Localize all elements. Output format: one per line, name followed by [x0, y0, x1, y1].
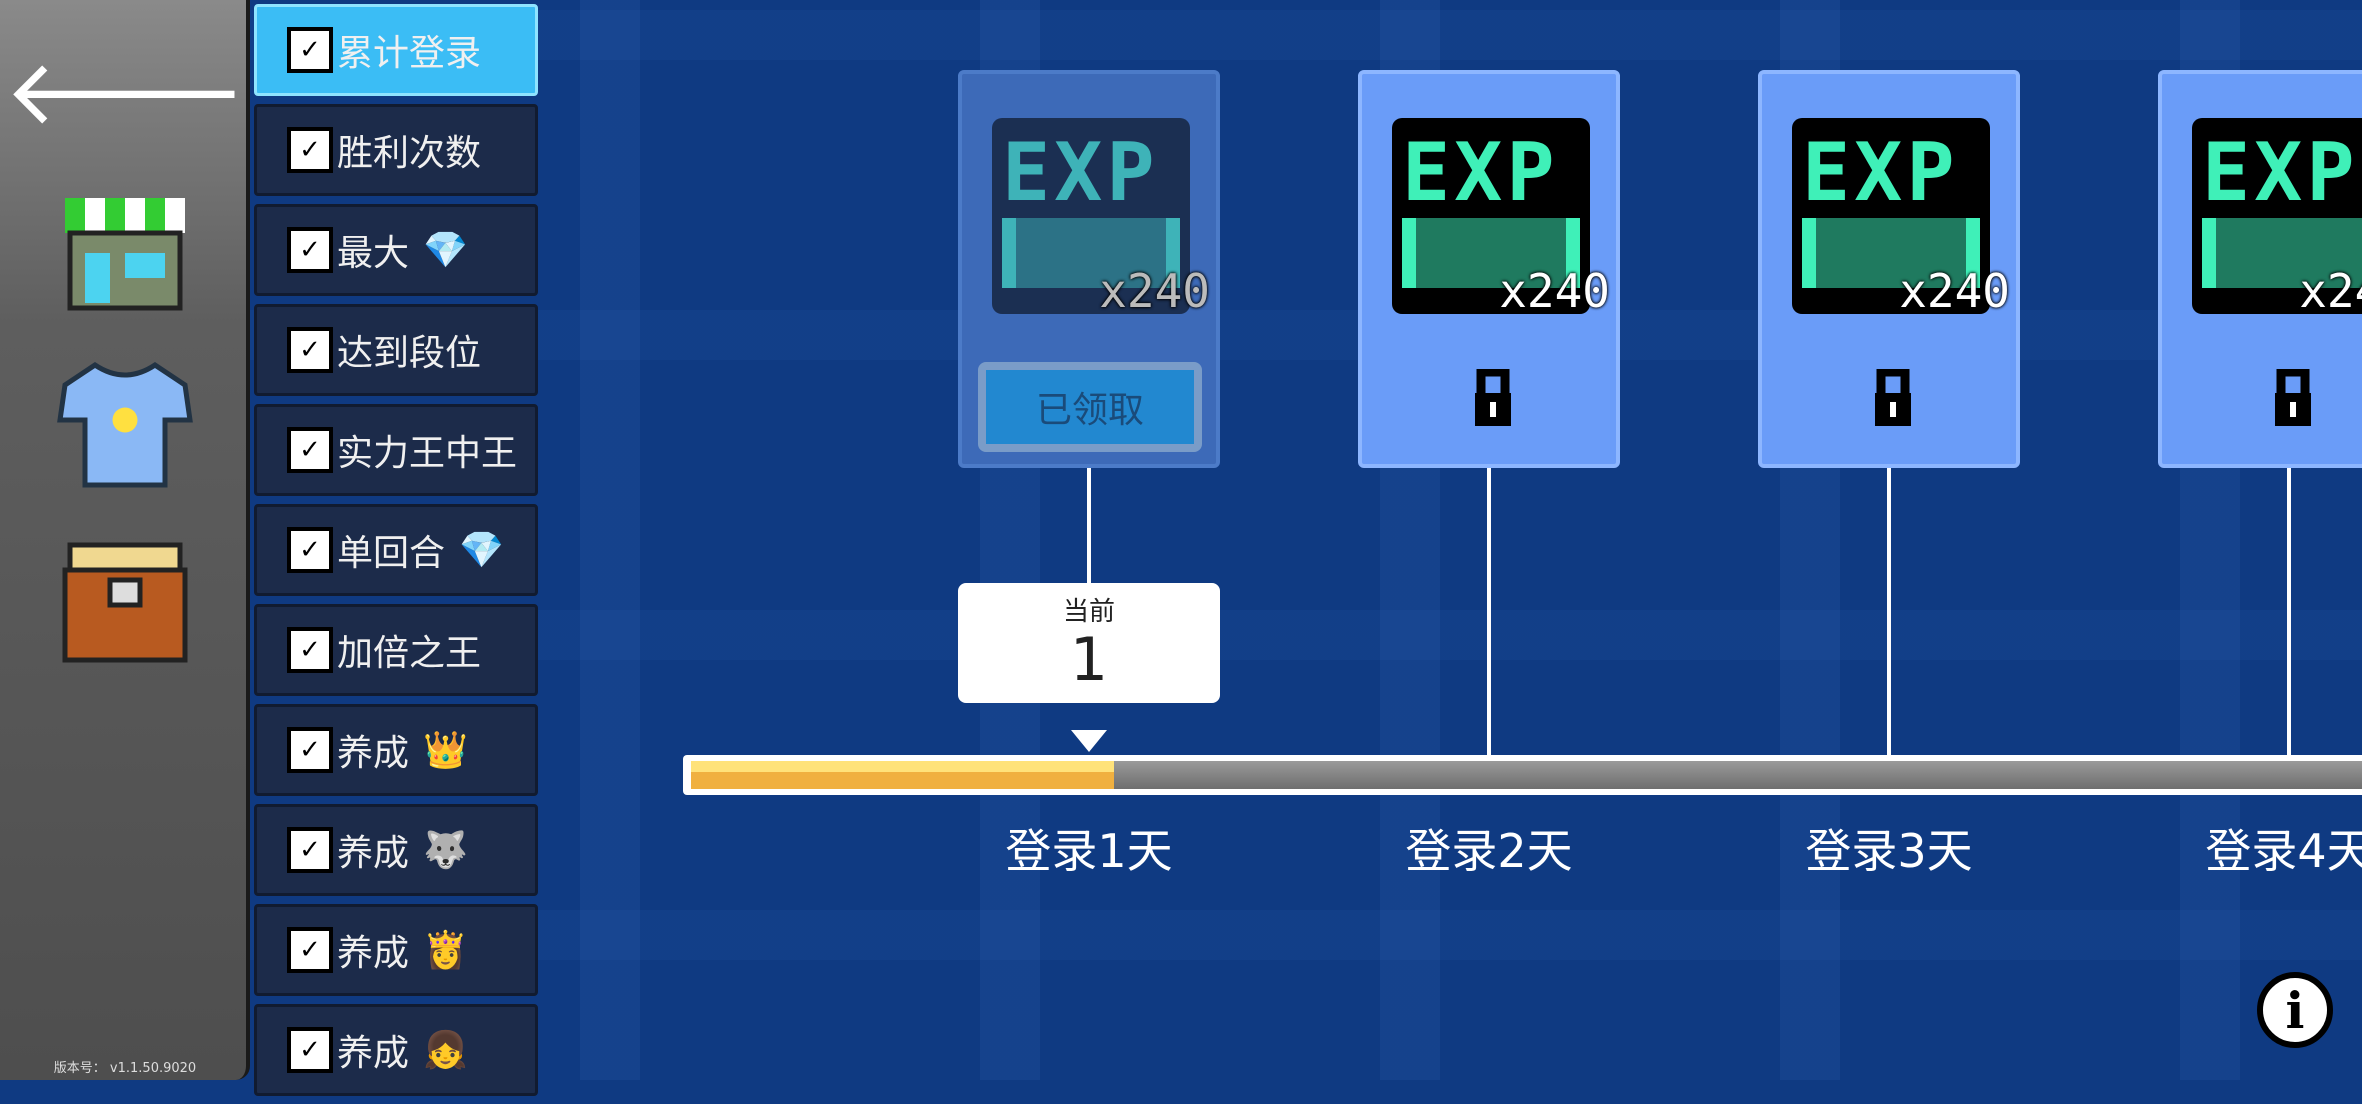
- category-menu: ✓累计登录✓胜利次数✓最大💎✓达到段位✓实力王中王✓单回合💎✓加倍之王✓养成👑✓…: [254, 4, 538, 1104]
- current-label: 当前: [1062, 597, 1115, 627]
- category-icon: ✓: [287, 727, 333, 773]
- menu-item-label: 实力王中王: [337, 433, 518, 474]
- menu-item[interactable]: ✓养成 👧: [254, 1004, 538, 1096]
- menu-item[interactable]: ✓加倍之王: [254, 604, 538, 696]
- category-icon: ✓: [287, 27, 333, 73]
- category-icon: ✓: [287, 127, 333, 173]
- category-badge-icon: 💎: [459, 530, 504, 571]
- backpack-button[interactable]: [55, 540, 195, 663]
- category-icon: ✓: [287, 427, 333, 473]
- back-button[interactable]: 🡐: [4, 30, 245, 150]
- info-icon: i: [2285, 980, 2305, 1040]
- info-button[interactable]: i: [2257, 972, 2333, 1048]
- day-label: 登录2天: [1405, 824, 1573, 878]
- day-label: 登录4天: [2205, 824, 2362, 878]
- arrow-left-icon: 🡐: [4, 39, 246, 145]
- exp-item-icon: EXP: [1392, 118, 1590, 314]
- menu-item[interactable]: ✓单回合 💎: [254, 504, 538, 596]
- reward-card[interactable]: EXP x240: [1358, 70, 1620, 468]
- menu-item-label: 养成: [337, 933, 410, 974]
- category-icon: ✓: [287, 1027, 333, 1073]
- category-badge-icon: 👸: [423, 930, 468, 971]
- menu-item[interactable]: ✓最大 💎: [254, 204, 538, 296]
- timeline-connector: [1087, 468, 1091, 583]
- menu-item-label: 加倍之王: [337, 633, 482, 674]
- exp-item-icon: EXP: [992, 118, 1190, 314]
- category-badge-icon: 👑: [423, 730, 468, 771]
- lock-icon: [1475, 369, 1511, 426]
- menu-item-label: 养成: [337, 1033, 410, 1074]
- category-badge-icon: 🐺: [423, 830, 468, 871]
- backpack-icon: [62, 542, 188, 663]
- exp-item-icon: EXP: [2192, 118, 2362, 314]
- shop-icon: [65, 197, 185, 310]
- menu-item[interactable]: ✓养成 👑: [254, 704, 538, 796]
- menu-item-label: 养成: [337, 833, 410, 874]
- progress-fill: [691, 761, 1114, 789]
- wardrobe-button[interactable]: [55, 361, 195, 488]
- category-badge-icon: 💎: [423, 230, 468, 271]
- reward-quantity: x240: [1499, 264, 1610, 318]
- current-progress-box: 当前 1: [958, 583, 1220, 703]
- menu-item-label: 养成: [337, 733, 410, 774]
- reward-quantity: x240: [1099, 264, 1210, 318]
- login-progress-bar: [683, 755, 2362, 795]
- version-label: 版本号： v1.1.50.9020: [53, 1061, 197, 1076]
- menu-item[interactable]: ✓养成 🐺: [254, 804, 538, 896]
- shirt-icon: [57, 361, 193, 488]
- current-marker-icon: [1071, 730, 1107, 752]
- category-icon: ✓: [287, 627, 333, 673]
- current-value: 1: [1069, 625, 1109, 695]
- day-label: 登录3天: [1805, 824, 1973, 878]
- category-icon: ✓: [287, 827, 333, 873]
- timeline-connector: [1487, 468, 1491, 755]
- claimed-button[interactable]: 已领取: [978, 362, 1202, 452]
- reward-card[interactable]: EXP x240: [2158, 70, 2362, 468]
- reward-card[interactable]: EXP x240: [1758, 70, 2020, 468]
- menu-item-label: 胜利次数: [337, 133, 482, 174]
- reward-quantity: x240: [2299, 264, 2362, 318]
- timeline-connector: [2287, 468, 2291, 755]
- menu-item[interactable]: ✓累计登录: [254, 4, 538, 96]
- reward-quantity: x240: [1899, 264, 2010, 318]
- lock-icon: [2275, 369, 2311, 426]
- menu-item-label: 累计登录: [337, 33, 482, 74]
- sidebar: 🡐 版本号： v1.1.50.9020: [0, 0, 250, 1080]
- menu-item-label: 最大: [337, 233, 410, 274]
- menu-item[interactable]: ✓养成 👸: [254, 904, 538, 996]
- exp-item-icon: EXP: [1792, 118, 1990, 314]
- shop-button[interactable]: [55, 195, 195, 315]
- menu-item-label: 达到段位: [337, 333, 482, 374]
- menu-item[interactable]: ✓达到段位: [254, 304, 538, 396]
- category-badge-icon: 👧: [423, 1030, 468, 1071]
- category-icon: ✓: [287, 927, 333, 973]
- category-icon: ✓: [287, 327, 333, 373]
- lock-icon: [1875, 369, 1911, 426]
- category-icon: ✓: [287, 527, 333, 573]
- menu-item[interactable]: ✓胜利次数: [254, 104, 538, 196]
- menu-item[interactable]: ✓实力王中王: [254, 404, 538, 496]
- category-icon: ✓: [287, 227, 333, 273]
- timeline-connector: [1887, 468, 1891, 755]
- menu-item-label: 单回合: [337, 533, 446, 574]
- reward-card[interactable]: EXP x240 已领取: [958, 70, 1220, 468]
- day-label: 登录1天: [1005, 824, 1173, 878]
